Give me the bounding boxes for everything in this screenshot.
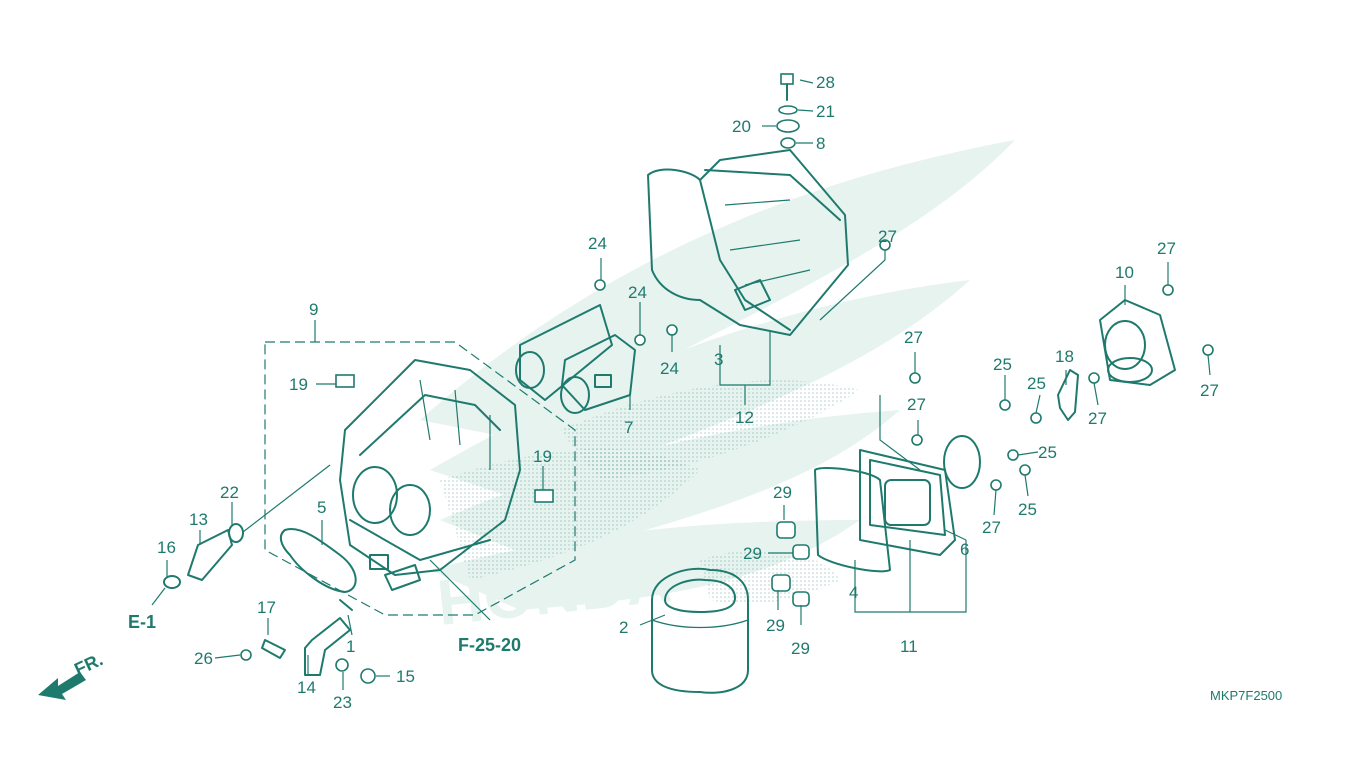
callout-24a: 24 [588, 234, 607, 253]
callout-1: 1 [346, 637, 355, 656]
reference-label-e1: E-1 [128, 612, 156, 632]
part-number-callouts: 1 2 3 4 5 6 7 8 9 10 11 12 13 14 15 16 1… [157, 73, 1219, 712]
callout-28: 28 [816, 73, 835, 92]
gasket-5 [279, 528, 357, 593]
leader-lines [151, 79, 1211, 690]
callout-6: 6 [960, 540, 969, 559]
callout-14: 14 [297, 678, 316, 697]
air-filter-element-2 [651, 567, 749, 694]
callout-11: 11 [900, 637, 918, 656]
callout-15: 15 [396, 667, 415, 686]
shade-area [700, 549, 840, 604]
callout-27a: 27 [878, 227, 897, 246]
callout-27g: 27 [907, 395, 926, 414]
callout-25a: 25 [993, 355, 1012, 374]
collars-29 [771, 521, 810, 607]
callout-29c: 29 [766, 616, 785, 635]
callout-22: 22 [220, 483, 239, 502]
callout-8: 8 [816, 134, 825, 153]
callout-19b: 19 [533, 447, 552, 466]
air-cleaner-cover-3 [647, 149, 849, 336]
callout-25c: 25 [1038, 443, 1057, 462]
callout-18: 18 [1055, 347, 1074, 366]
callout-2: 2 [619, 618, 628, 637]
sub-case-11 [814, 435, 981, 573]
air-cleaner-case [339, 359, 521, 591]
callout-20: 20 [732, 117, 751, 136]
shade-area [440, 448, 700, 580]
callout-9: 9 [309, 300, 318, 319]
callout-25b: 25 [1027, 374, 1046, 393]
tube-assembly-13 [163, 523, 244, 589]
callout-27d: 27 [1200, 381, 1219, 400]
callout-10: 10 [1115, 263, 1134, 282]
callout-5: 5 [317, 498, 326, 517]
top-bolt-stack [776, 73, 800, 149]
callout-23: 23 [333, 693, 352, 712]
callout-27b: 27 [1157, 239, 1176, 258]
callout-29d: 29 [791, 639, 810, 658]
callout-27f: 27 [982, 518, 1001, 537]
cap-10 [1099, 299, 1176, 386]
callout-17: 17 [257, 598, 276, 617]
small-bolts [240, 239, 1214, 661]
reference-label-f2520: F-25-20 [458, 635, 521, 655]
hose-14 [261, 599, 376, 684]
callout-25d: 25 [1018, 500, 1037, 519]
callout-27c: 27 [904, 328, 923, 347]
front-arrow: FR. [38, 649, 106, 700]
callout-29a: 29 [773, 483, 792, 502]
callout-27e: 27 [1088, 409, 1107, 428]
callout-24b: 24 [628, 283, 647, 302]
callout-12: 12 [735, 408, 754, 427]
group-9-bracket [264, 341, 576, 616]
drawing-code: MKP7F2500 [1210, 688, 1282, 703]
callout-26: 26 [194, 649, 213, 668]
callout-16: 16 [157, 538, 176, 557]
callout-3: 3 [714, 350, 723, 369]
callout-4: 4 [849, 583, 858, 602]
callout-19a: 19 [289, 375, 308, 394]
callout-29b: 29 [743, 544, 762, 563]
callout-24c: 24 [660, 359, 679, 378]
bracket-18 [1057, 369, 1079, 421]
callout-21: 21 [816, 102, 835, 121]
callout-13: 13 [189, 510, 208, 529]
callout-7: 7 [624, 418, 633, 437]
